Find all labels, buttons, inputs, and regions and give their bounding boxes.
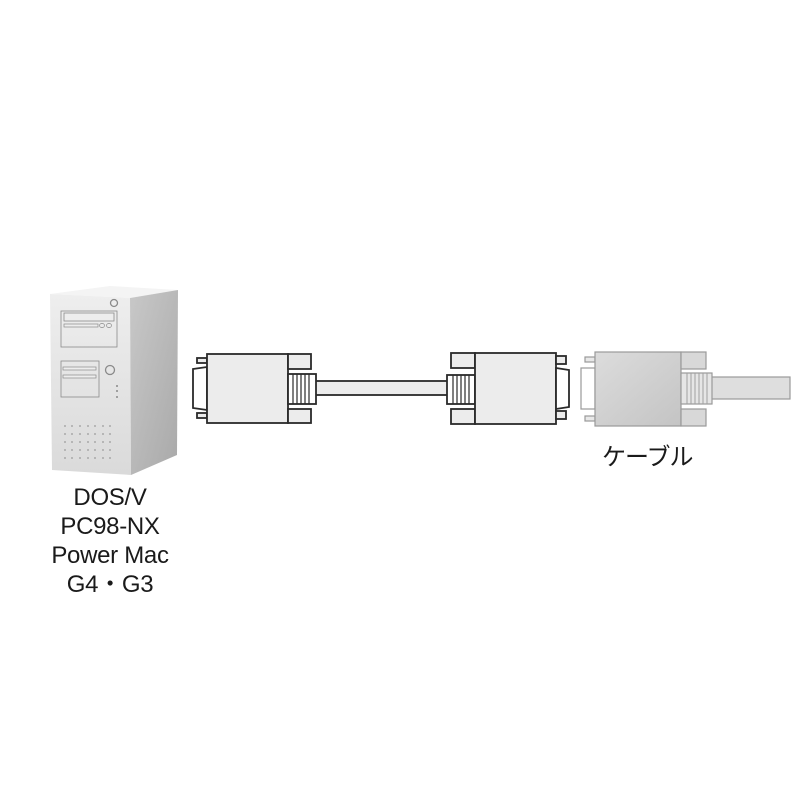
label-pc98nx: PC98-NX (60, 513, 160, 540)
label-dosv: DOS/V (73, 484, 147, 511)
label-power-mac: Power Mac (51, 542, 169, 569)
vga-connector-male-icon (446, 352, 570, 425)
cable-label: ケーブル (602, 443, 694, 471)
vga-connector-female-icon (192, 353, 317, 424)
label-g4-g3: G4・G3 (66, 571, 154, 598)
computer-compatibility-labels: DOS/V PC98-NX Power Mac G4・G3 (30, 483, 190, 599)
